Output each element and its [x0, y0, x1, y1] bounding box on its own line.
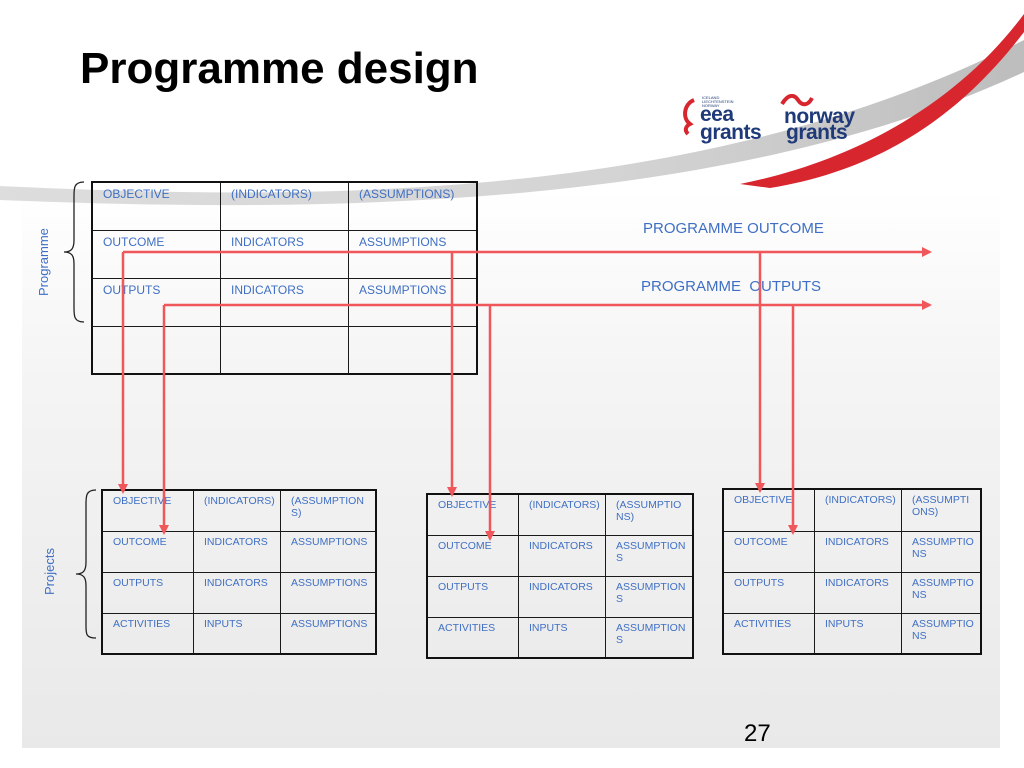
page-number: 27: [744, 720, 771, 747]
programme-cell: ASSUMPTIONS: [348, 277, 478, 327]
programme-row-outputs: OUTPUTS INDICATORS ASSUMPTIONS: [91, 277, 478, 327]
project-cell: ASSUMPTIONS: [605, 534, 694, 577]
project-cell: INPUTS: [193, 612, 281, 655]
programme-row-objective: OBJECTIVE (INDICATORS) (ASSUMPTIONS): [91, 181, 478, 231]
project-cell: (ASSUMPTIONS): [901, 488, 982, 532]
project-cell: ACTIVITIES: [722, 612, 815, 655]
programme-cell: OBJECTIVE: [91, 181, 221, 231]
project-cell: INPUTS: [518, 616, 606, 659]
project-row-objective: OBJECTIVE (INDICATORS) (ASSUMPTIONS): [426, 493, 694, 536]
project-row-activities: ACTIVITIES INPUTS ASSUMPTIONS: [722, 612, 982, 655]
project-cell: ACTIVITIES: [101, 612, 194, 655]
project-cell: OBJECTIVE: [101, 489, 194, 532]
project-cell: ASSUMPTIONS: [280, 612, 377, 655]
project-table-3: OBJECTIVE (INDICATORS) (ASSUMPTIONS) OUT…: [722, 488, 982, 655]
project-row-outputs: OUTPUTS INDICATORS ASSUMPTIONS: [426, 575, 694, 618]
project-cell: (INDICATORS): [518, 493, 606, 536]
programme-outcome-label: PROGRAMME OUTCOME: [643, 220, 824, 237]
programme-cell: OUTCOME: [91, 229, 221, 279]
programme-row-outcome: OUTCOME INDICATORS ASSUMPTIONS: [91, 229, 478, 279]
programme-row-empty: [91, 325, 478, 375]
project-cell: (INDICATORS): [193, 489, 281, 532]
project-row-outcome: OUTCOME INDICATORS ASSUMPTIONS: [426, 534, 694, 577]
project-cell: ACTIVITIES: [426, 616, 519, 659]
programme-cell: ASSUMPTIONS: [348, 229, 478, 279]
programme-cell: OUTPUTS: [91, 277, 221, 327]
project-cell: ASSUMPTIONS: [901, 530, 982, 573]
programme-cell: INDICATORS: [220, 229, 349, 279]
project-row-objective: OBJECTIVE (INDICATORS) (ASSUMPTIONS): [722, 488, 982, 532]
project-cell: INDICATORS: [193, 571, 281, 614]
project-cell: INDICATORS: [518, 575, 606, 618]
project-cell: OUTCOME: [101, 530, 194, 573]
norway-wave-icon: [780, 94, 814, 107]
project-row-outputs: OUTPUTS INDICATORS ASSUMPTIONS: [101, 571, 377, 614]
project-cell: OUTPUTS: [426, 575, 519, 618]
programme-side-label: Programme: [36, 228, 51, 296]
norway-grants-word: grants: [786, 121, 848, 144]
programme-cell: (ASSUMPTIONS): [348, 181, 478, 231]
project-cell: ASSUMPTIONS: [605, 616, 694, 659]
project-cell: OUTPUTS: [722, 571, 815, 614]
programme-cell: (INDICATORS): [220, 181, 349, 231]
project-cell: ASSUMPTIONS: [605, 575, 694, 618]
project-cell: INDICATORS: [814, 571, 902, 614]
eea-word: eea: [700, 103, 734, 126]
project-cell: INDICATORS: [193, 530, 281, 573]
project-row-outcome: OUTCOME INDICATORS ASSUMPTIONS: [722, 530, 982, 573]
project-row-outcome: OUTCOME INDICATORS ASSUMPTIONS: [101, 530, 377, 573]
project-table-2: OBJECTIVE (INDICATORS) (ASSUMPTIONS) OUT…: [426, 493, 694, 659]
decorative-swoosh: [0, 14, 1024, 206]
project-row-outputs: OUTPUTS INDICATORS ASSUMPTIONS: [722, 571, 982, 614]
programme-table: OBJECTIVE (INDICATORS) (ASSUMPTIONS) OUT…: [91, 181, 478, 375]
programme-cell: [348, 325, 478, 375]
project-cell: (INDICATORS): [814, 488, 902, 532]
project-cell: ASSUMPTIONS: [280, 530, 377, 573]
project-row-activities: ACTIVITIES INPUTS ASSUMPTIONS: [426, 616, 694, 659]
programme-outputs-label: PROGRAMME OUTPUTS: [641, 278, 822, 295]
project-cell: ASSUMPTIONS: [901, 571, 982, 614]
project-row-objective: OBJECTIVE (INDICATORS) (ASSUMPTIONS): [101, 489, 377, 532]
project-cell: (ASSUMPTIONS): [605, 493, 694, 536]
project-cell: ASSUMPTIONS: [280, 571, 377, 614]
programme-cell: [220, 325, 349, 375]
project-cell: OBJECTIVE: [722, 488, 815, 532]
project-cell: OUTPUTS: [101, 571, 194, 614]
project-cell: OBJECTIVE: [426, 493, 519, 536]
project-cell: INPUTS: [814, 612, 902, 655]
project-cell: INDICATORS: [518, 534, 606, 577]
project-cell: OUTCOME: [722, 530, 815, 573]
project-cell: OUTCOME: [426, 534, 519, 577]
eea-grants-word: grants: [700, 121, 762, 144]
norway-word: norway: [784, 105, 855, 128]
programme-cell: INDICATORS: [220, 277, 349, 327]
page-title: Programme design: [80, 44, 479, 93]
project-cell: (ASSUMPTIONS): [280, 489, 377, 532]
project-cell: ASSUMPTIONS: [901, 612, 982, 655]
eea-small-text: ICELAND LIECHTENSTEIN NORWAY: [702, 95, 734, 108]
programme-cell: [91, 325, 221, 375]
project-cell: INDICATORS: [814, 530, 902, 573]
projects-side-label: Projects: [42, 548, 57, 595]
project-table-1: OBJECTIVE (INDICATORS) (ASSUMPTIONS) OUT…: [101, 489, 377, 655]
eea-swirl-icon: [683, 98, 695, 136]
project-row-activities: ACTIVITIES INPUTS ASSUMPTIONS: [101, 612, 377, 655]
